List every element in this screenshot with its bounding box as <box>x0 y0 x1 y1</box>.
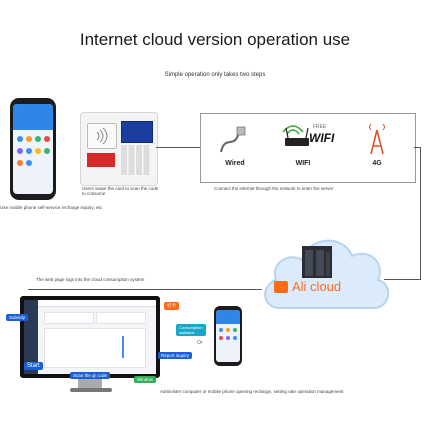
wifi-label: WIFI <box>295 160 311 167</box>
tag-window: Window <box>134 376 157 383</box>
wired-label: Wired <box>225 160 245 167</box>
app-icon <box>226 328 230 332</box>
monitor-screen <box>24 300 156 374</box>
caption-connect: Connect the internet through the network… <box>214 186 334 191</box>
terminal-lcd <box>121 121 153 143</box>
chart-panel <box>44 328 146 368</box>
monitor-base <box>70 388 112 392</box>
connector-line <box>414 147 420 148</box>
caption-terminal: Users swipe the card to scan the code to… <box>82 186 159 196</box>
caption-admin: Administer computer or mobile phone open… <box>160 389 344 394</box>
app-icon <box>233 328 237 332</box>
cell-tower-icon <box>369 124 385 155</box>
card-reader <box>87 123 117 149</box>
wifi-free-label: FREE <box>313 124 327 130</box>
tag-scan-qr: Scan the qr code <box>70 372 111 379</box>
app-icon <box>26 148 32 154</box>
wifi-router-icon <box>282 125 309 146</box>
card-terminal <box>80 112 158 186</box>
chart-bar <box>122 336 124 358</box>
cloud-label: Ali cloud <box>292 279 342 294</box>
app-icon <box>35 148 41 154</box>
mobile-screen-header <box>216 310 240 324</box>
app-icon <box>35 136 41 142</box>
mobile-screen <box>13 104 53 194</box>
admin-monitor <box>20 296 160 378</box>
app-icon <box>17 148 23 154</box>
tag-subsidy: Subsidy <box>6 314 29 321</box>
nfc-icon <box>96 127 108 145</box>
wifi-word-logo: WIFI <box>309 131 335 145</box>
tag-report: Report inquiry <box>158 352 193 359</box>
page-subtitle: Simple operation only takes two steps <box>164 72 266 78</box>
mobile-screen-small <box>216 310 240 362</box>
caption-webpage: The web page logs into the cloud consump… <box>36 277 145 282</box>
app-icon <box>219 336 223 340</box>
mobile-phone <box>10 98 56 200</box>
tag-start: Start <box>24 362 43 370</box>
caption-phone: Use mobile phone self-service recharge i… <box>0 205 102 210</box>
app-icon <box>233 336 237 340</box>
app-icon <box>219 328 223 332</box>
tag-charge: 打卡 <box>164 302 179 310</box>
connector-line <box>156 147 200 148</box>
network-options-box: Wired FREE WIFI WIFI 4G <box>200 113 416 183</box>
app-icon <box>226 336 230 340</box>
app-icon <box>17 160 23 166</box>
ethernet-cable-icon <box>220 126 246 153</box>
fourg-label: 4G <box>372 160 382 167</box>
app-icon <box>26 160 32 166</box>
mobile-phone-small <box>214 306 242 366</box>
or-label: Or <box>197 340 203 346</box>
connector-line <box>420 147 421 279</box>
monitor-stand <box>78 378 102 388</box>
page-title: Internet cloud version operation use <box>79 30 351 49</box>
connector-line <box>384 279 421 280</box>
mobile-screen-header <box>13 104 53 130</box>
app-icon <box>26 136 32 142</box>
stat-card <box>44 312 94 324</box>
tag-sales-stats: Consumption statistics <box>176 324 206 336</box>
terminal-display-red <box>87 153 115 167</box>
connector-line <box>28 289 262 290</box>
screen-header <box>38 300 156 307</box>
app-icon <box>17 136 23 142</box>
stat-card <box>96 312 146 324</box>
terminal-keypad <box>121 145 151 175</box>
app-icon <box>44 148 50 154</box>
app-icon <box>44 136 50 142</box>
cloud-shape <box>264 239 389 309</box>
ali-cloud-logo-icon <box>274 281 288 293</box>
